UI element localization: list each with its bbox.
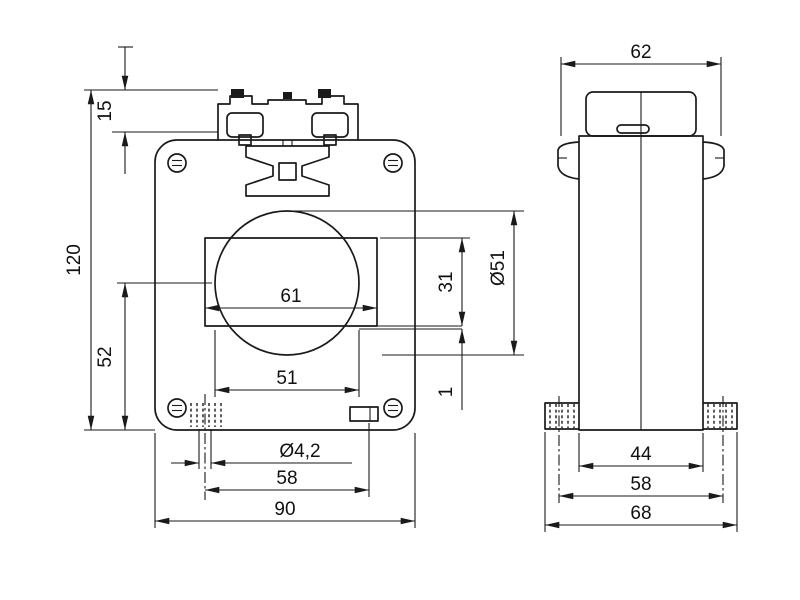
mounting-slot — [349, 406, 379, 422]
terminal-block — [217, 89, 359, 146]
terminal-lug — [238, 134, 252, 146]
front-view: 120 15 52 61 51 — [64, 46, 524, 528]
dim-label-foot-pitch: 58 — [630, 474, 651, 495]
winding-spool — [245, 140, 330, 197]
dim-top-width: 62 — [560, 42, 722, 136]
dim-label-top-width: 62 — [630, 42, 651, 63]
dim-aperture-diameter: Ø51 — [292, 210, 524, 356]
dim-foot-width: 68 — [544, 432, 738, 532]
dim-label-aperture-diameter: Ø51 — [488, 250, 509, 286]
terminal-window — [226, 112, 264, 138]
dim-label-hole-pitch: 58 — [276, 468, 297, 489]
cap-slot — [616, 124, 650, 134]
dim-center-height: 52 — [95, 282, 212, 430]
side-view: 62 44 58 68 — [544, 42, 738, 532]
corner-screw-icon — [383, 398, 403, 418]
dim-hole-pitch: 58 — [205, 423, 370, 497]
dim-label-slot-width: 51 — [276, 368, 297, 389]
aperture — [204, 210, 462, 356]
mounting-foot — [190, 394, 222, 500]
terminal-screw-icon — [231, 89, 244, 98]
dim-overall-height: 120 — [64, 89, 218, 431]
front-body — [154, 139, 416, 431]
dim-label-plate-thickness: 1 — [436, 387, 457, 398]
dim-label-body-depth: 44 — [630, 444, 652, 465]
corner-screw-icon — [167, 398, 187, 418]
corner-screw-icon — [383, 153, 403, 173]
terminal-window — [311, 112, 349, 138]
dim-foot-pitch: 58 — [559, 474, 723, 500]
terminal-screw-icon — [318, 89, 331, 98]
terminal-tab-icon — [283, 92, 292, 99]
dim-label-window-height: 31 — [436, 271, 457, 292]
dim-slot-width: 51 — [214, 330, 360, 397]
dim-label-hole-diameter: Ø4,2 — [279, 441, 320, 462]
dim-plate-thickness: 1 — [436, 329, 466, 410]
dim-body-depth: 44 — [578, 433, 704, 472]
dim-clip-height: 15 — [95, 46, 218, 174]
dim-label-overall-height: 120 — [64, 244, 85, 276]
terminal-lug — [323, 134, 337, 146]
dim-window-width: 61 — [205, 286, 377, 312]
mounting-ears — [557, 141, 725, 180]
dim-hole-diameter: Ø4,2 — [171, 429, 352, 469]
dim-label-window-width: 61 — [280, 286, 301, 307]
corner-screw-icon — [167, 153, 187, 173]
spool-center — [278, 162, 297, 181]
dim-label-foot-width: 68 — [630, 503, 651, 524]
side-feet — [544, 396, 738, 503]
aperture-circle — [214, 210, 360, 356]
busbar-window — [204, 237, 378, 327]
dim-label-center-height: 52 — [95, 346, 116, 367]
dim-window-height: 31 — [380, 237, 470, 326]
dim-overall-width: 90 — [154, 433, 416, 528]
dim-label-clip-height: 15 — [95, 100, 116, 121]
dim-label-overall-width: 90 — [274, 499, 295, 520]
